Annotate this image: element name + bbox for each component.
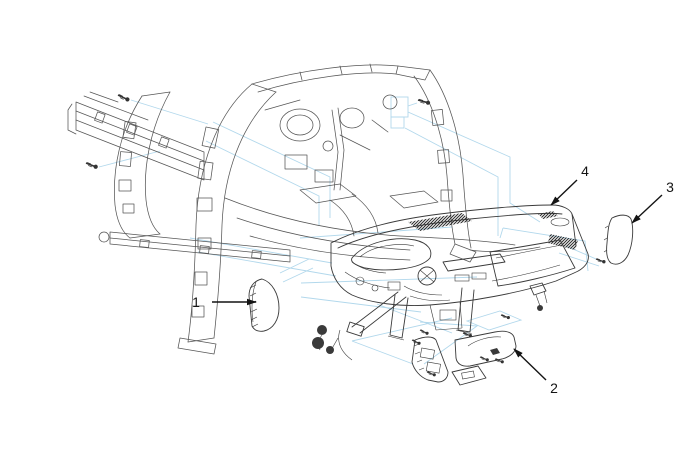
part-1-side-cover-left (248, 278, 280, 332)
callout-arrow-2 (513, 348, 547, 381)
defroster-vent (408, 213, 472, 231)
callout-label-2: 2 (550, 380, 558, 396)
callout-layer: 1 2 3 4 (192, 163, 674, 396)
side-vent (548, 234, 578, 250)
callout-label-1: 1 (192, 294, 200, 310)
fastener-screws (84, 93, 607, 378)
vehicle-body-structure (67, 63, 541, 355)
callout-arrow-4 (550, 179, 578, 206)
callout-arrow-3 (631, 194, 663, 224)
callout-label-3: 3 (666, 179, 674, 195)
top-sensor-grille (538, 211, 558, 219)
projection-lines (98, 96, 604, 365)
part-3-side-cover-right (603, 214, 634, 265)
part-2-lower-panel (411, 330, 517, 386)
crash-pad-assembly (312, 204, 589, 361)
callout-label-4: 4 (581, 163, 589, 179)
